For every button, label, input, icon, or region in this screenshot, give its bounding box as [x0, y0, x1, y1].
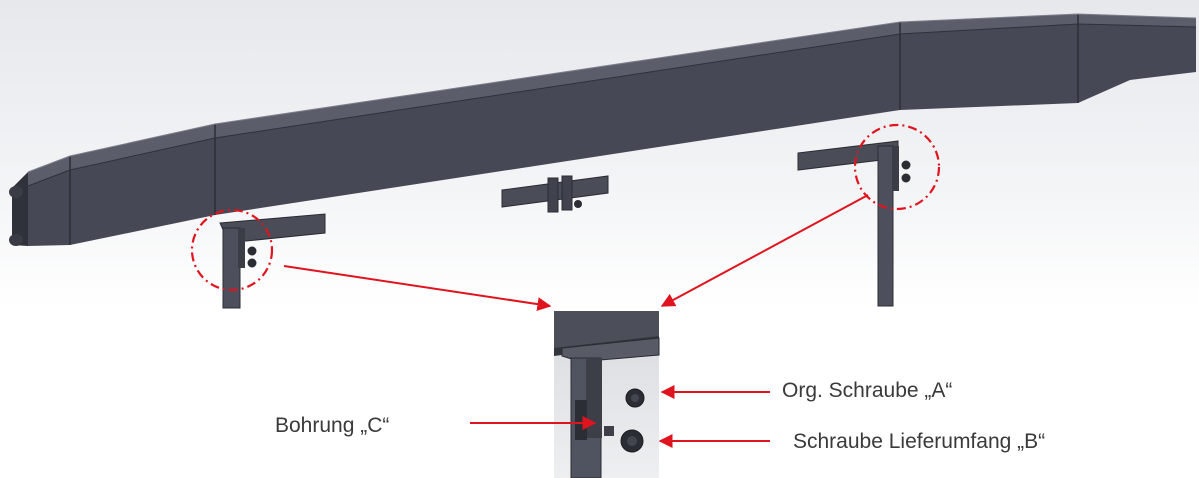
- callout-circle-left: [190, 208, 274, 292]
- arrow-right-to-zoom: [660, 194, 869, 307]
- middle-bracket: [501, 175, 609, 213]
- callout-arrows: [283, 194, 869, 448]
- arrow-left-to-zoom: [283, 265, 552, 312]
- cross-beam: [9, 13, 1197, 246]
- right-bracket: [797, 140, 911, 307]
- screw-b-label: Schraube Lieferumfang „B“: [793, 430, 1046, 453]
- callout-circle-right: [853, 123, 941, 211]
- hole-c-label: Bohrung „C“: [275, 414, 390, 437]
- left-bracket: [219, 213, 326, 309]
- screw-a-label: Org. Schraube „A“: [782, 379, 953, 402]
- zoom-detail-view: [554, 311, 660, 478]
